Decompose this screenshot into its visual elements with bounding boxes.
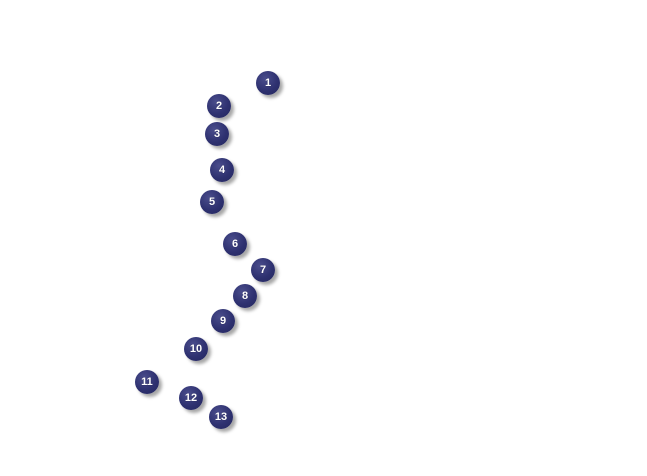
marker-4[interactable]: 4 (210, 158, 234, 182)
marker-9[interactable]: 9 (211, 309, 235, 333)
marker-5[interactable]: 5 (200, 190, 224, 214)
marker-label: 8 (241, 289, 249, 302)
marker-label: 1 (264, 76, 272, 89)
marker-11[interactable]: 11 (135, 370, 159, 394)
marker-10[interactable]: 10 (184, 337, 208, 361)
marker-label: 2 (215, 99, 223, 112)
marker-label: 13 (214, 410, 228, 423)
marker-label: 7 (259, 263, 267, 276)
marker-3[interactable]: 3 (205, 122, 229, 146)
marker-label: 6 (231, 237, 239, 250)
marker-7[interactable]: 7 (251, 258, 275, 282)
marker-label: 10 (189, 342, 203, 355)
marker-label: 5 (208, 195, 216, 208)
marker-2[interactable]: 2 (207, 94, 231, 118)
marker-label: 3 (213, 127, 221, 140)
marker-label: 12 (184, 391, 198, 404)
marker-8[interactable]: 8 (233, 284, 257, 308)
marker-label: 4 (218, 163, 226, 176)
marker-6[interactable]: 6 (223, 232, 247, 256)
marker-12[interactable]: 12 (179, 386, 203, 410)
marker-1[interactable]: 1 (256, 71, 280, 95)
marker-label: 11 (141, 375, 153, 388)
marker-label: 9 (219, 314, 227, 327)
marker-13[interactable]: 13 (209, 405, 233, 429)
